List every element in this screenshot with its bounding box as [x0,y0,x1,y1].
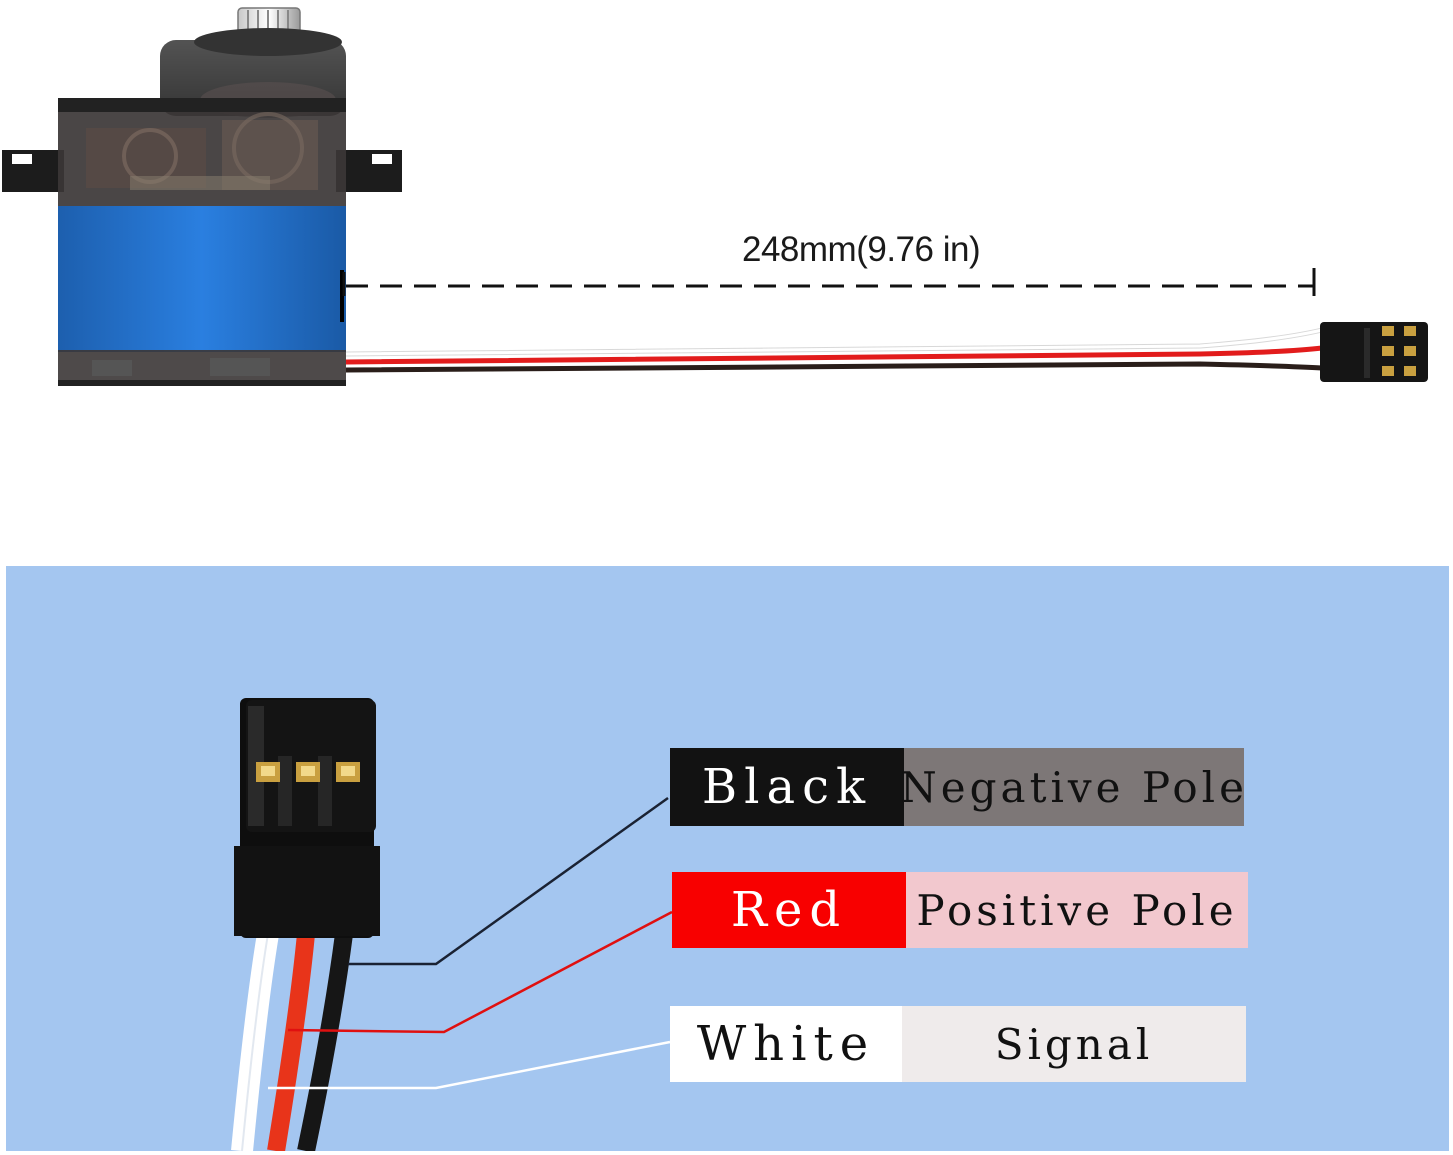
cable-length-label: 248mm(9.76 in) [742,230,981,269]
leader-lines [268,796,673,1090]
servo-product-view: 248mm(9.76 in) [0,0,1453,560]
servo-illustration [2,7,1428,386]
bottom-case-icon [58,350,346,386]
pinout-row-black: Black Negative Pole [670,748,1246,826]
connector-plug-icon [1320,322,1428,382]
black-leader-line [348,796,669,966]
transparent-case-icon [58,98,346,206]
wire-function-label: Positive Pole [906,872,1248,948]
white-leader-line [268,1040,671,1090]
connector-wires-icon [231,932,353,1151]
wire-color-label: Black [670,748,904,826]
pinout-row-red: Red Positive Pole [672,872,1248,948]
wire-function-label: Signal [902,1006,1246,1082]
red-leader-line [287,910,673,1034]
mounting-tabs-icon [2,150,402,192]
pinout-panel: Black Negative Pole Red Positive Pole Wh… [6,566,1449,1151]
servo-body-icon [58,206,346,352]
wire-color-label: Red [672,872,906,948]
servo-cable-icon [345,327,1323,373]
dimension-line-icon [342,268,1316,296]
connector-body-icon [234,698,380,938]
wire-function-label: Negative Pole [900,748,1244,826]
connector-closeup-illustration [231,698,673,1151]
wire-color-label: White [670,1006,902,1082]
pinout-row-white: White Signal [670,1006,1248,1082]
connector-pins-icon [256,762,360,782]
